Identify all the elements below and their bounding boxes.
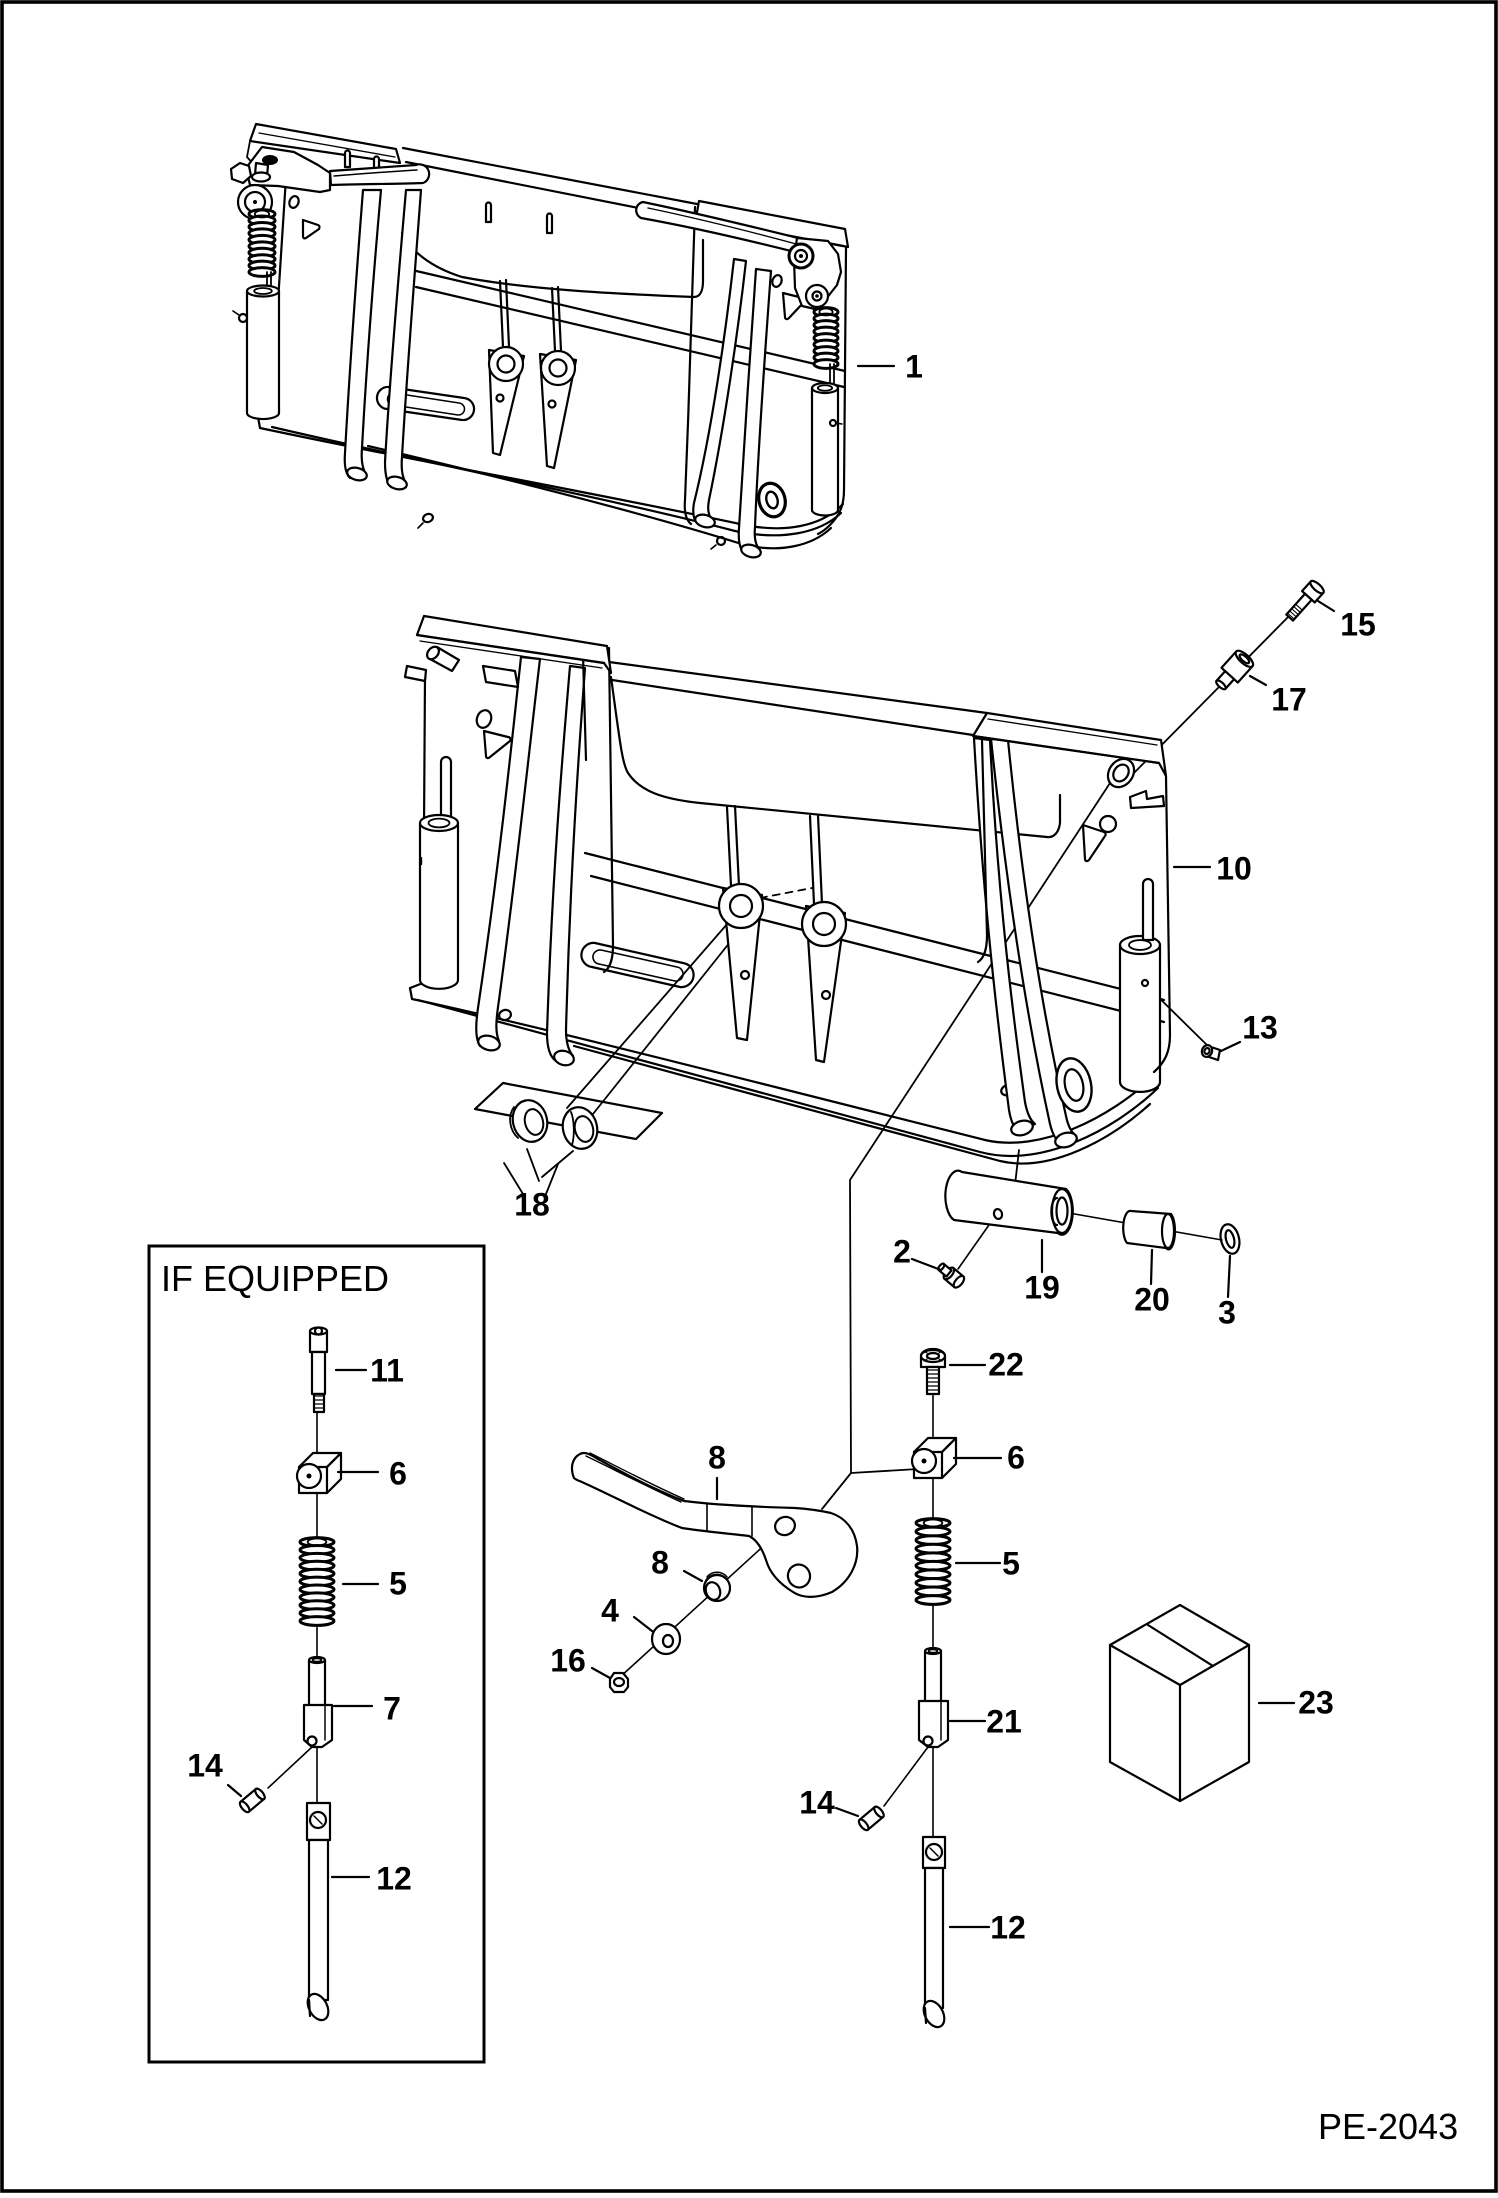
svg-text:21: 21 [986,1704,1022,1740]
svg-text:8: 8 [651,1545,669,1581]
svg-text:17: 17 [1271,682,1307,718]
svg-text:5: 5 [1002,1546,1020,1582]
svg-text:3: 3 [1218,1295,1236,1331]
svg-text:18: 18 [514,1187,550,1223]
svg-text:10: 10 [1216,851,1252,887]
svg-text:2: 2 [893,1234,911,1270]
svg-text:12: 12 [990,1910,1026,1946]
svg-text:14: 14 [799,1785,835,1821]
svg-text:19: 19 [1024,1270,1060,1306]
svg-text:8: 8 [708,1440,726,1476]
svg-text:15: 15 [1340,607,1376,643]
svg-text:20: 20 [1134,1282,1170,1318]
svg-text:16: 16 [550,1643,586,1679]
svg-text:12: 12 [376,1861,412,1897]
svg-text:IF EQUIPPED: IF EQUIPPED [161,1258,389,1299]
svg-text:14: 14 [187,1748,223,1784]
svg-text:7: 7 [383,1691,401,1727]
svg-text:13: 13 [1242,1010,1278,1046]
svg-text:11: 11 [370,1353,404,1389]
svg-text:6: 6 [389,1456,407,1492]
svg-text:23: 23 [1298,1685,1334,1721]
svg-text:1: 1 [905,349,923,385]
svg-text:6: 6 [1007,1440,1025,1476]
svg-text:22: 22 [988,1347,1024,1383]
svg-text:PE-2043: PE-2043 [1318,2106,1458,2147]
svg-text:4: 4 [601,1593,619,1629]
svg-text:5: 5 [389,1566,407,1602]
